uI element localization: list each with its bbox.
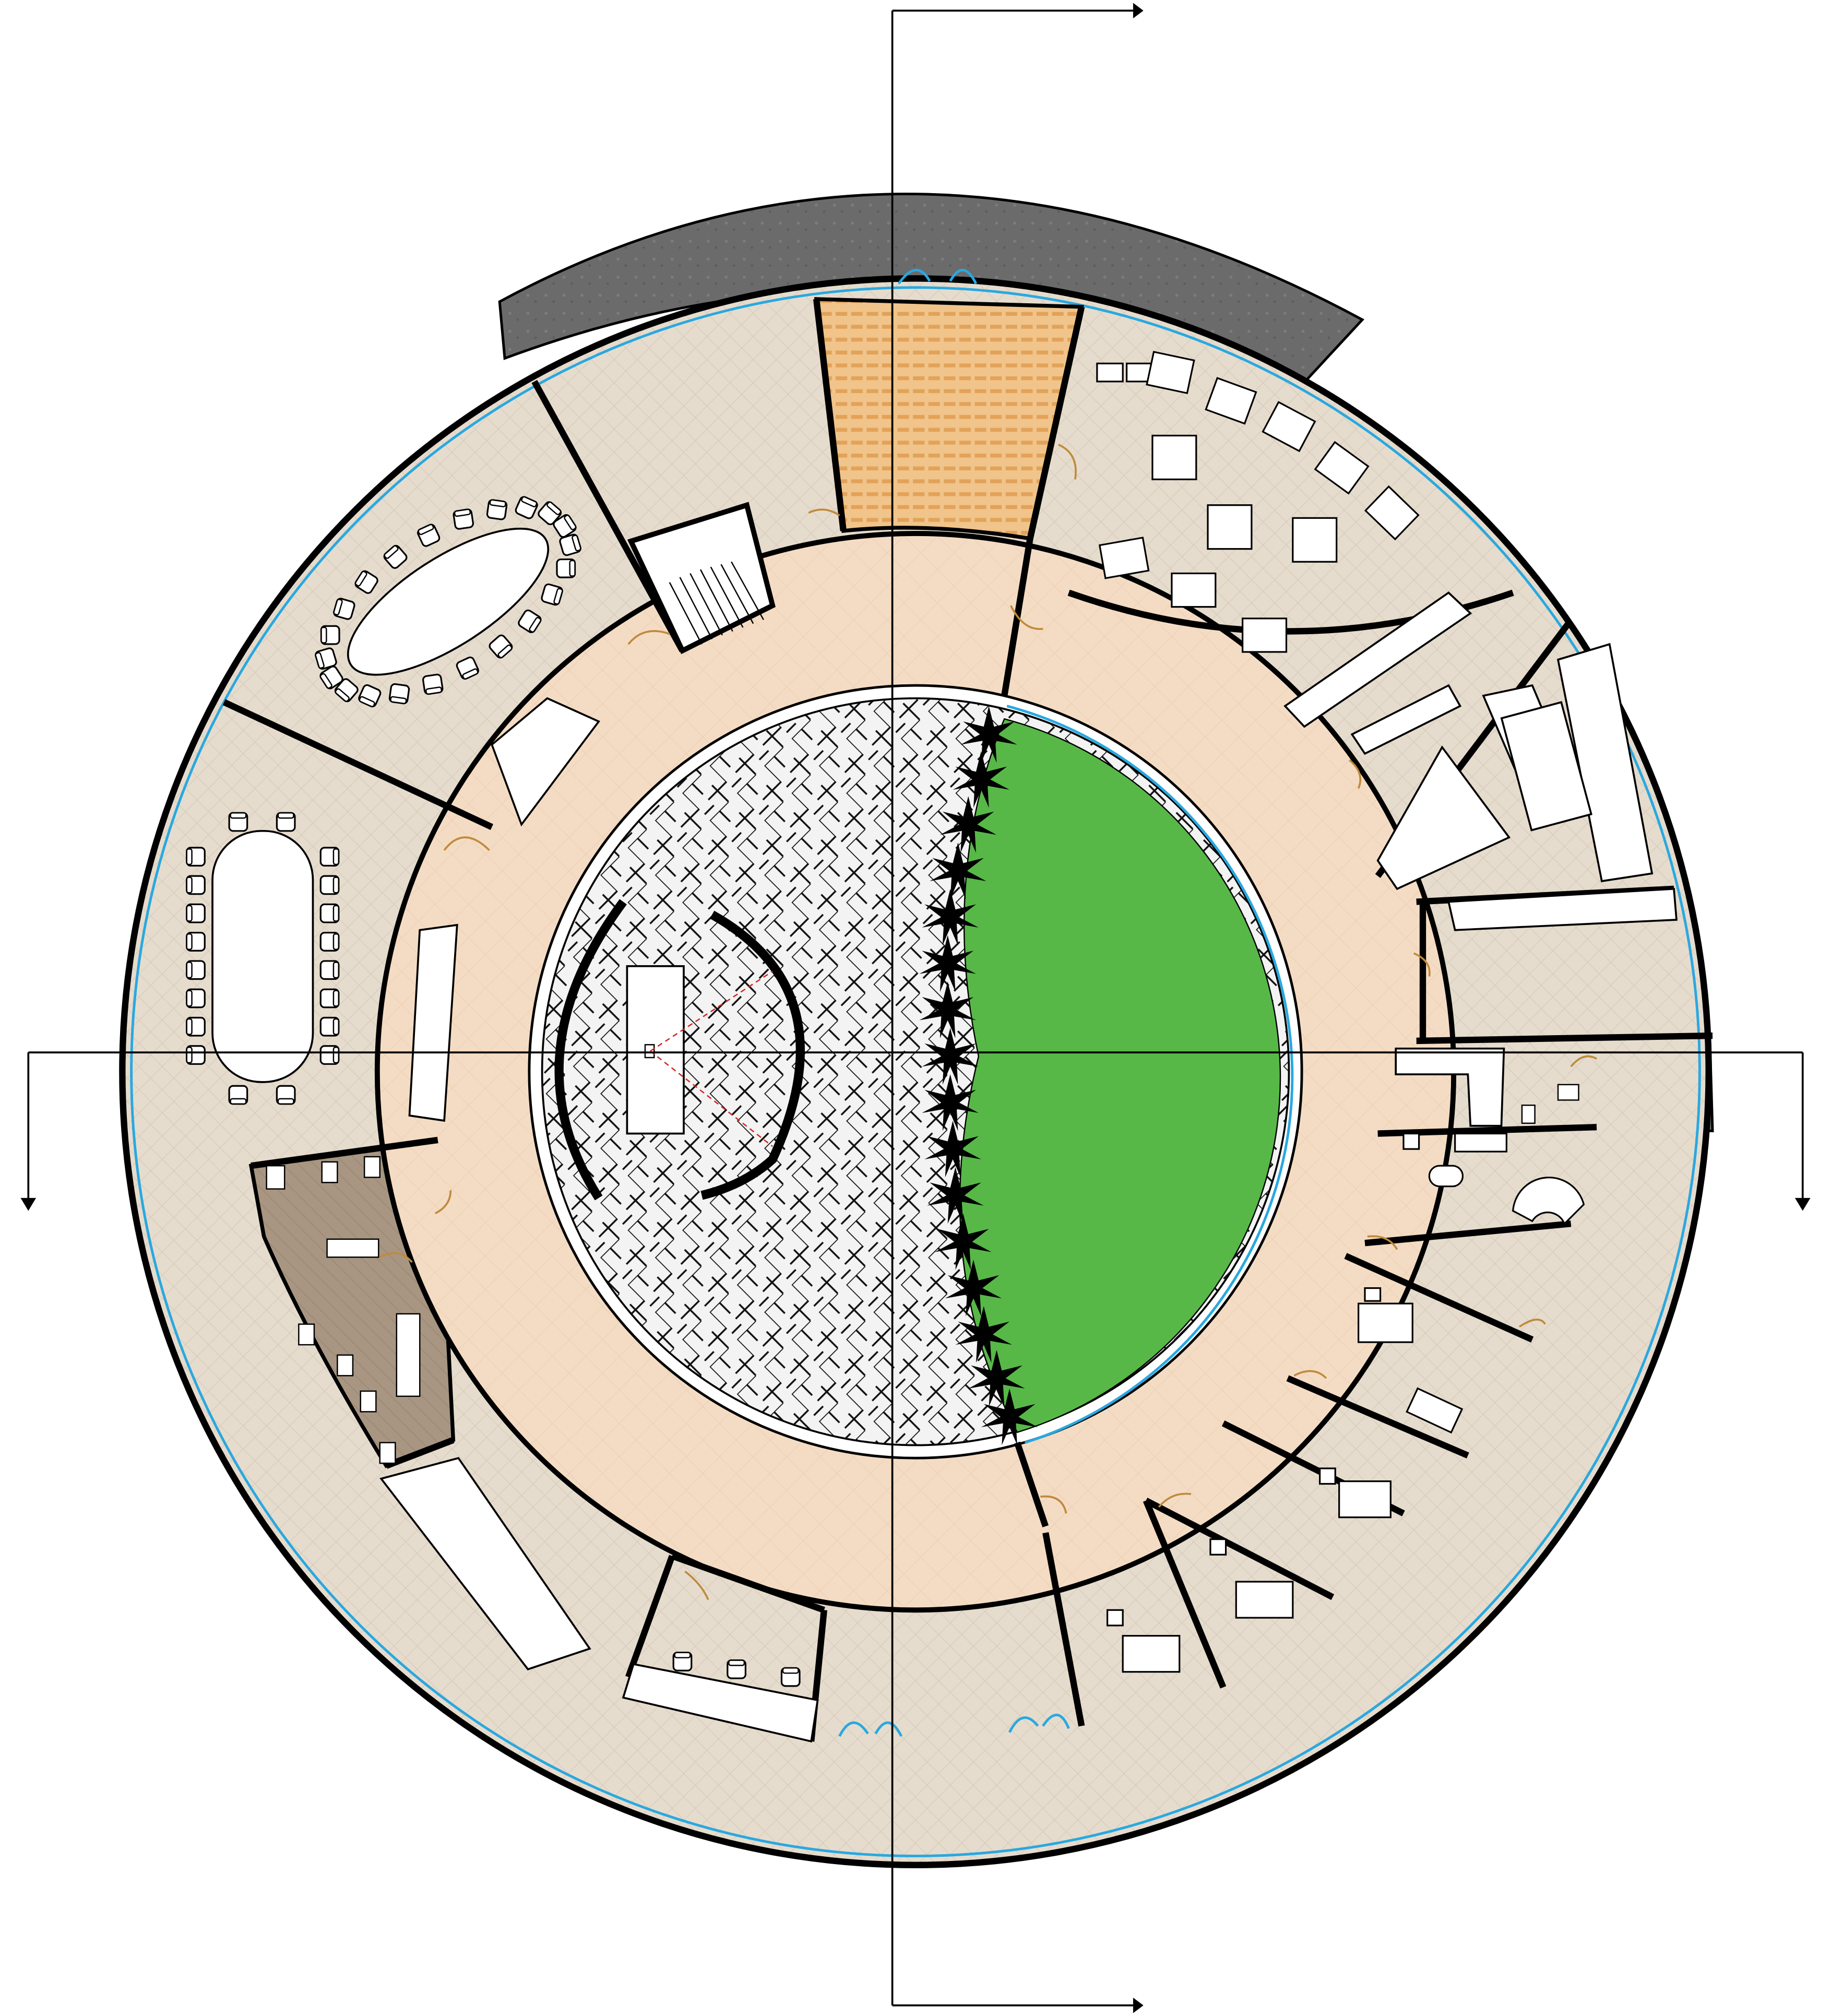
chair-icon	[319, 988, 340, 1009]
chair-icon	[780, 1667, 801, 1687]
auditorium	[814, 297, 1084, 541]
stage-platform[interactable]	[626, 965, 685, 1135]
stage-marker	[644, 1044, 655, 1059]
door-swing-icon[interactable]	[808, 508, 840, 516]
chair-icon	[228, 812, 248, 832]
chair-icon	[186, 1016, 206, 1037]
door-swing-icon[interactable]	[1040, 1495, 1067, 1514]
door-swing-icon[interactable]	[1009, 605, 1043, 630]
arrow-icon	[1133, 1997, 1144, 2013]
chair-icon	[228, 1085, 248, 1105]
door-swing-icon[interactable]	[1570, 1055, 1597, 1068]
north-entrance[interactable]	[897, 268, 978, 284]
arrow-icon	[20, 1197, 37, 1211]
chair-icon	[540, 582, 564, 607]
chair-icon	[186, 847, 206, 867]
lawn-glazing	[1006, 705, 1294, 1444]
chair-icon	[727, 1659, 746, 1679]
partition-walls	[222, 299, 1713, 1742]
door-swing-icon[interactable]	[434, 1190, 452, 1215]
arrow-icon	[1133, 3, 1144, 19]
chair-icon	[319, 932, 340, 952]
door-swing-icon[interactable]	[1158, 1492, 1192, 1508]
chair-icon	[672, 1652, 693, 1671]
door-swing-icon[interactable]	[443, 836, 490, 851]
chair-icon	[319, 1016, 340, 1037]
chair-icon	[319, 960, 340, 980]
chair-icon	[276, 1085, 296, 1105]
chair-icon	[319, 875, 340, 895]
toilet-fixtures	[266, 1084, 1579, 1464]
chair-icon	[186, 988, 206, 1009]
stage-arc-right	[700, 910, 805, 1200]
door-swing-icon[interactable]	[1413, 952, 1431, 977]
lawn[interactable]	[959, 718, 1281, 1433]
chair-icon	[319, 1045, 340, 1065]
chair-icon	[186, 903, 206, 923]
workshop-furniture	[1096, 351, 1420, 653]
chair-icon	[276, 812, 296, 832]
section-vertical	[891, 9, 1133, 2007]
section-horizontal	[27, 1051, 1804, 1205]
chair-icon	[319, 847, 340, 867]
chair-icon	[556, 558, 576, 578]
door-swing-icon[interactable]	[1518, 1319, 1546, 1328]
south-entrance-west[interactable]	[838, 1721, 903, 1737]
doors[interactable]	[379, 444, 1597, 1600]
door-swing-icon[interactable]	[684, 1570, 709, 1600]
chair-icon	[186, 875, 206, 895]
chair-icon	[485, 499, 508, 521]
door-swing-icon[interactable]	[379, 1252, 413, 1263]
chair-icon	[186, 960, 206, 980]
chair-icon	[186, 1045, 206, 1065]
chair-icon	[558, 532, 582, 557]
entrance-doors[interactable]	[838, 268, 1070, 1737]
door-swing-icon[interactable]	[1367, 1235, 1398, 1250]
chair-icon	[319, 903, 340, 923]
chair-icon	[388, 682, 411, 705]
door-swing-icon[interactable]	[1293, 1370, 1327, 1379]
south-entrance-east[interactable]	[1008, 1713, 1070, 1733]
chair-icon	[186, 932, 206, 952]
glazing-ring	[130, 286, 1701, 1857]
chair-icon	[332, 597, 356, 621]
chair-icon	[422, 673, 444, 696]
office-furniture	[1106, 1132, 1585, 1673]
conference-table-large[interactable]	[327, 502, 569, 702]
door-swing-icon[interactable]	[627, 630, 670, 645]
door-swing-icon[interactable]	[1058, 444, 1077, 480]
arrow-icon	[1794, 1197, 1811, 1211]
stair[interactable]	[627, 502, 776, 655]
chair-icon	[320, 625, 340, 645]
sightline	[650, 970, 773, 1147]
conference-table-west[interactable]	[211, 829, 314, 1083]
chair-icon	[314, 646, 338, 671]
door-swing-icon[interactable]	[1349, 759, 1362, 789]
counters	[379, 591, 1678, 1743]
chair-icon	[452, 508, 474, 530]
